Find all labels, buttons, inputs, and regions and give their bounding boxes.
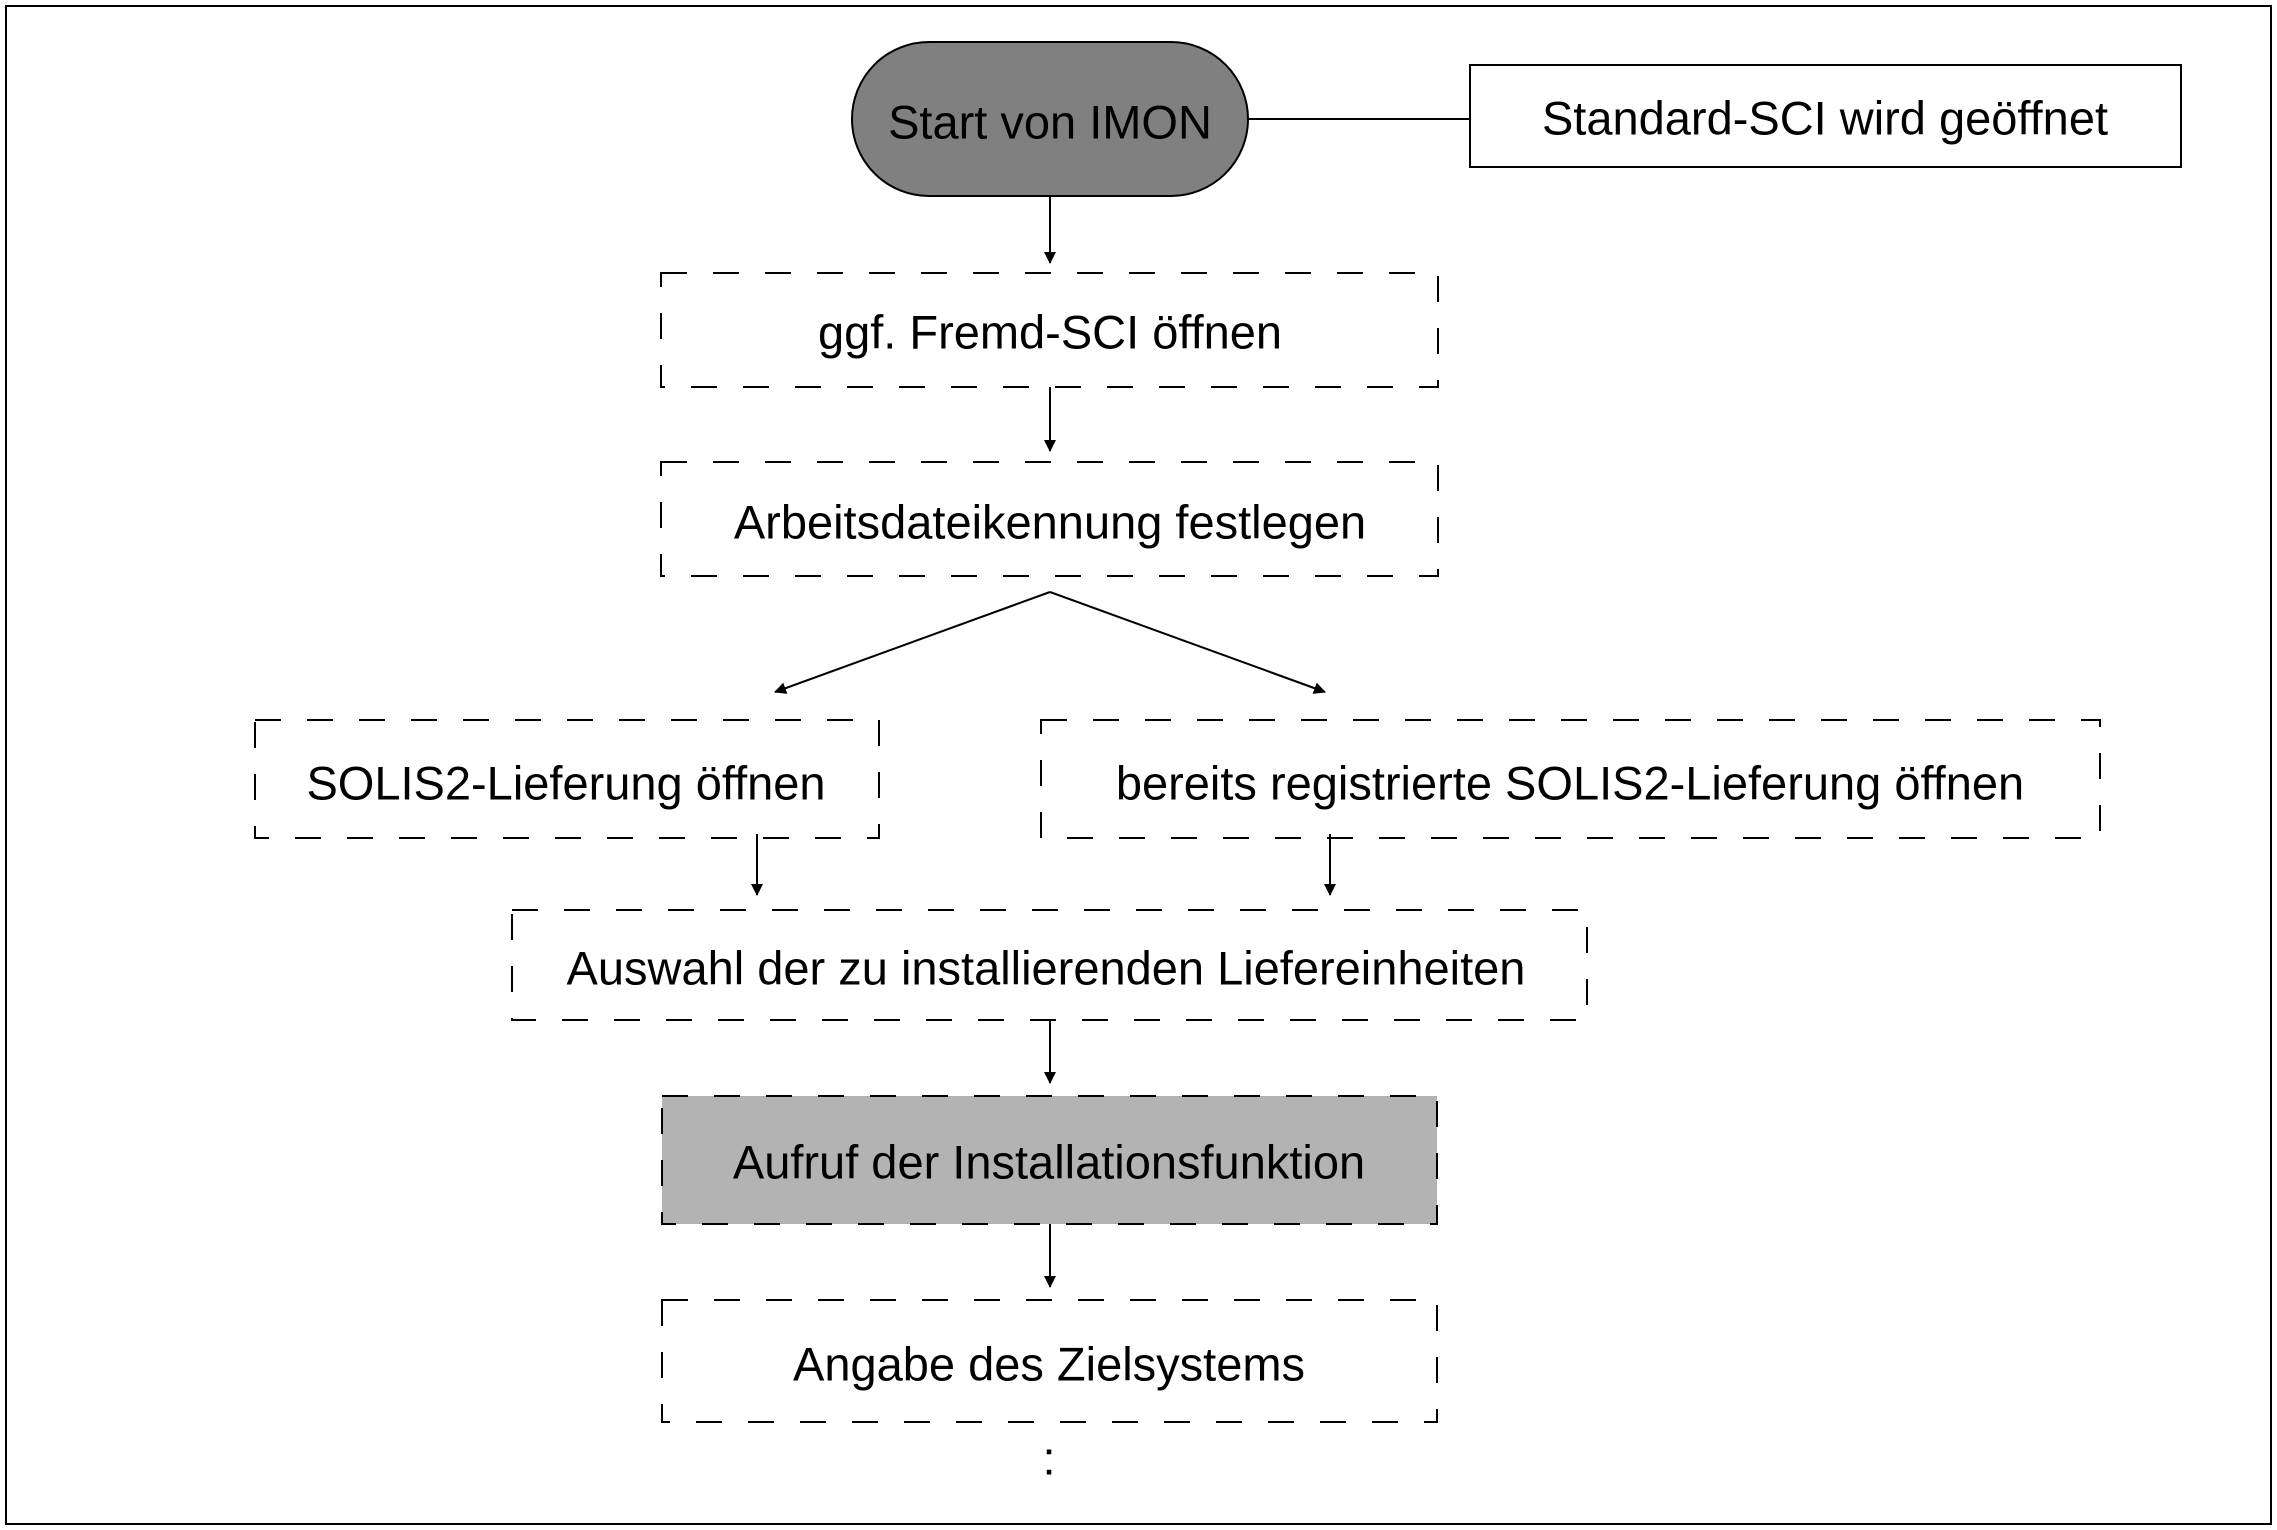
note-box bbox=[1469, 64, 2182, 168]
branch-right-box bbox=[1040, 719, 2101, 839]
diagram-frame bbox=[5, 5, 2272, 1525]
step-auswahl-label: Auswahl der zu installierenden Lieferein… bbox=[567, 941, 1526, 994]
arrow-branch-left bbox=[774, 591, 1051, 694]
note-label: Standard-SCI wird geöffnet bbox=[1542, 91, 2108, 144]
step-arbeitsdatei-box bbox=[660, 461, 1439, 577]
step-installation-label: Aufruf der Installationsfunktion bbox=[733, 1135, 1365, 1188]
branch-left-box bbox=[254, 719, 880, 839]
step-fremd-sci-box bbox=[660, 272, 1439, 388]
branch-left-label: SOLIS2-Lieferung öffnen bbox=[306, 756, 825, 809]
continuation-mark: : bbox=[1042, 1431, 1055, 1484]
start-label: Start von IMON bbox=[888, 95, 1212, 148]
step-installation-box bbox=[661, 1095, 1438, 1225]
step-zielsystem-box bbox=[661, 1299, 1438, 1423]
arrow-branch-right bbox=[1049, 591, 1326, 694]
step-zielsystem-label: Angabe des Zielsystems bbox=[793, 1337, 1305, 1390]
branch-right-label: bereits registrierte SOLIS2-Lieferung öf… bbox=[1116, 756, 2024, 809]
step-arbeitsdatei-label: Arbeitsdateikennung festlegen bbox=[734, 495, 1366, 548]
step-fremd-sci-label: ggf. Fremd-SCI öffnen bbox=[818, 305, 1282, 358]
